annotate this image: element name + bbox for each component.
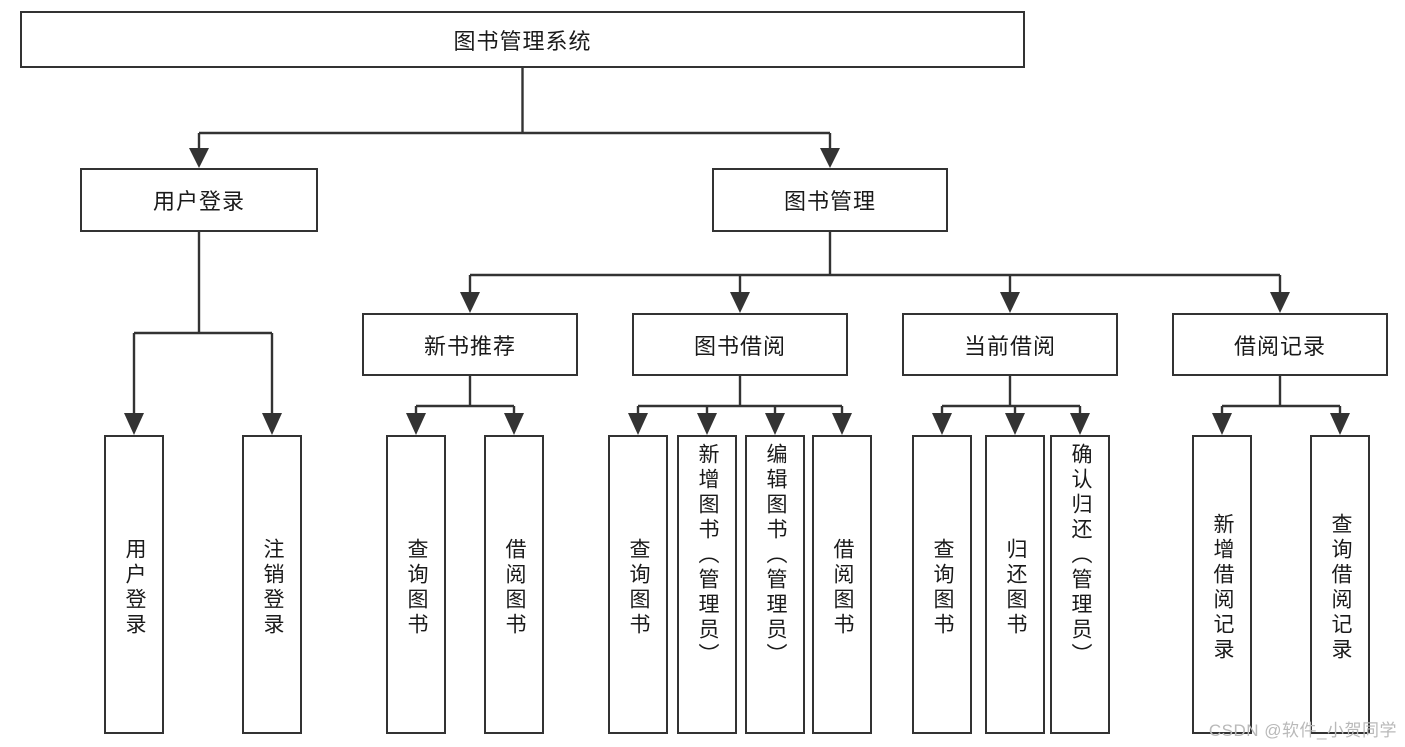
arrow-head-leaf-return-book (1005, 413, 1025, 435)
leaf-borrow-book-1[interactable]: 借阅图书 (484, 435, 544, 734)
node-current-borrow[interactable]: 当前借阅 (902, 313, 1118, 376)
leaf-add-borrow-record[interactable]: 新增借阅记录 (1192, 435, 1252, 734)
leaf-edit-book-admin-label: 编辑图书（管理员） (764, 443, 787, 668)
arrow-head-leaf-borrow-book-2 (832, 413, 852, 435)
leaf-query-book-1-label: 查询图书 (405, 537, 428, 638)
node-current-borrow-label: 当前借阅 (963, 333, 1056, 359)
arrow-head-current-borrow (1000, 292, 1020, 313)
leaf-query-borrow-record[interactable]: 查询借阅记录 (1310, 435, 1370, 734)
arrow-head-book-borrow (730, 292, 750, 313)
node-new-book-rec-label: 新书推荐 (423, 333, 516, 359)
node-root-book-management-system[interactable]: 图书管理系统 (20, 11, 1025, 68)
arrow-head-leaf-confirm-return (1070, 413, 1090, 435)
arrow-head-leaf-borrow-book-1 (504, 413, 524, 435)
leaf-add-book-admin-label: 新增图书（管理员） (696, 443, 719, 668)
leaf-add-borrow-record-label: 新增借阅记录 (1211, 512, 1234, 663)
leaf-confirm-return-admin-label: 确认归还（管理员） (1069, 443, 1092, 668)
arrow-head-leaf-query-book-1 (406, 413, 426, 435)
csdn-watermark: CSDN @软件_小贺同学 (1208, 721, 1397, 740)
leaf-query-book-2-label: 查询图书 (627, 537, 650, 638)
node-new-book-rec[interactable]: 新书推荐 (362, 313, 578, 376)
leaf-borrow-book-2[interactable]: 借阅图书 (812, 435, 872, 734)
leaf-query-book-1[interactable]: 查询图书 (386, 435, 446, 734)
arrow-head-leaf-user-logout (262, 413, 282, 435)
leaf-add-book-admin[interactable]: 新增图书（管理员） (677, 435, 737, 734)
leaf-query-borrow-record-label: 查询借阅记录 (1329, 512, 1352, 663)
node-book-manage-label: 图书管理 (783, 189, 876, 214)
arrow-head-bookmanage (820, 148, 840, 168)
arrow-head-borrow-record (1270, 292, 1290, 313)
leaf-return-book[interactable]: 归还图书 (985, 435, 1045, 734)
arrow-head-leaf-add-record (1212, 413, 1232, 435)
node-user-login[interactable]: 用户登录 (80, 168, 318, 232)
leaf-query-book-3[interactable]: 查询图书 (912, 435, 972, 734)
leaf-query-book-2[interactable]: 查询图书 (608, 435, 668, 734)
leaf-confirm-return-admin[interactable]: 确认归还（管理员） (1050, 435, 1110, 734)
leaf-query-book-3-label: 查询图书 (931, 537, 954, 638)
leaf-edit-book-admin[interactable]: 编辑图书（管理员） (745, 435, 805, 734)
leaf-user-logout[interactable]: 注销登录 (242, 435, 302, 734)
node-user-login-label: 用户登录 (152, 189, 245, 214)
leaf-return-book-label: 归还图书 (1004, 537, 1027, 638)
arrow-head-userlogin (189, 148, 209, 168)
arrow-head-leaf-query-book-2 (628, 413, 648, 435)
leaf-user-logout-label: 注销登录 (261, 537, 284, 638)
node-book-borrow-label: 图书借阅 (693, 333, 786, 359)
leaf-user-login-label: 用户登录 (123, 537, 146, 638)
node-book-borrow[interactable]: 图书借阅 (632, 313, 848, 376)
arrow-head-leaf-add-book (697, 413, 717, 435)
arrow-head-leaf-user-login (124, 413, 144, 435)
leaf-borrow-book-1-label: 借阅图书 (503, 537, 526, 638)
leaf-borrow-book-2-label: 借阅图书 (831, 537, 854, 638)
node-borrow-record-label: 借阅记录 (1233, 333, 1326, 359)
connector-layer (124, 68, 1350, 435)
node-root-label: 图书管理系统 (453, 28, 592, 54)
arrow-head-leaf-query-record (1330, 413, 1350, 435)
leaf-user-login[interactable]: 用户登录 (104, 435, 164, 734)
node-book-manage[interactable]: 图书管理 (712, 168, 948, 232)
arrow-head-leaf-edit-book (765, 413, 785, 435)
node-borrow-record[interactable]: 借阅记录 (1172, 313, 1388, 376)
arrow-head-leaf-query-book-3 (932, 413, 952, 435)
arrow-head-new-book-rec (460, 292, 480, 313)
